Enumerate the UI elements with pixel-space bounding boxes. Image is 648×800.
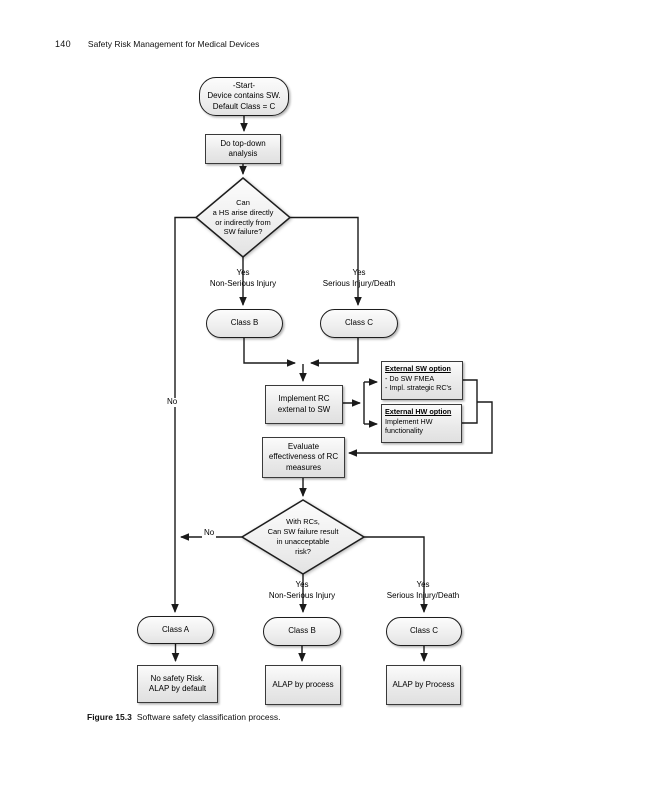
node-top-down-analysis: Do top-down analysis bbox=[205, 134, 281, 164]
external-hw-option-body: Implement HW functionality bbox=[385, 416, 433, 436]
running-head: Safety Risk Management for Medical Devic… bbox=[87, 39, 260, 49]
edge-label-yes-nonserious-upper: Yes Non-Serious Injury bbox=[209, 268, 277, 288]
page-number: 140 bbox=[55, 39, 71, 49]
node-alap-by-process-c: ALAP by Process bbox=[386, 665, 461, 705]
edge-decision2-yes-serious bbox=[364, 536, 428, 613]
node-class-b-lower: Class B bbox=[263, 617, 341, 646]
edge-externalsw-externalhw-bracket bbox=[462, 379, 478, 424]
external-sw-option-title: External SW option bbox=[385, 364, 451, 373]
edge-label-yes-nonserious-lower: Yes Non-Serious Injury bbox=[268, 580, 336, 600]
decision2-diamond bbox=[240, 499, 366, 575]
node-alap-by-process-b: ALAP by process bbox=[265, 665, 341, 705]
node-decision2-label: With RCs, Can SW failure result in unacc… bbox=[267, 517, 339, 556]
figure-caption-label: Figure 15.3 bbox=[87, 712, 132, 722]
edge-label-yes-serious-lower: Yes Serious Injury/Death bbox=[386, 580, 460, 600]
edge-label-yes-serious-upper: Yes Serious Injury/Death bbox=[322, 268, 396, 288]
figure-caption: Figure 15.3 Software safety classificatio… bbox=[87, 712, 281, 722]
edge-decision1-no-to-classa bbox=[171, 216, 196, 613]
node-class-c-upper: Class C bbox=[320, 309, 398, 338]
node-start: -Start- Device contains SW. Default Clas… bbox=[199, 77, 289, 116]
node-decision1-label: Can a HS arise directly or indirectly fr… bbox=[212, 197, 274, 237]
edge-label-no-lower: No bbox=[202, 528, 217, 538]
node-no-safety-risk: No safety Risk. ALAP by default bbox=[137, 665, 218, 703]
external-sw-option-body: - Do SW FMEA - Impl. strategic RC's bbox=[385, 373, 452, 393]
edge-label-no-upper: No bbox=[165, 397, 180, 407]
edge-decision1-yes-serious bbox=[290, 216, 362, 306]
node-external-hw-option: External HW option Implement HW function… bbox=[381, 404, 462, 443]
node-external-sw-option: External SW option - Do SW FMEA - Impl. … bbox=[381, 361, 463, 400]
figure-caption-text: Software safety classification process. bbox=[136, 712, 281, 722]
node-implement-rc: Implement RC external to SW bbox=[265, 385, 343, 424]
edge-classb1-to-merge bbox=[243, 338, 296, 367]
node-evaluate-effectiveness: Evaluate effectiveness of RC measures bbox=[262, 437, 345, 478]
node-class-b-upper: Class B bbox=[206, 309, 283, 338]
external-hw-option-title: External HW option bbox=[385, 407, 452, 416]
node-class-a: Class A bbox=[137, 616, 214, 644]
page-header: 140 Safety Risk Management for Medical De… bbox=[55, 39, 259, 49]
node-class-c-lower: Class C bbox=[386, 617, 462, 646]
edge-classc1-to-merge bbox=[310, 338, 359, 367]
edge-options-to-evaluate bbox=[348, 401, 493, 457]
decision1-diamond bbox=[194, 177, 292, 258]
